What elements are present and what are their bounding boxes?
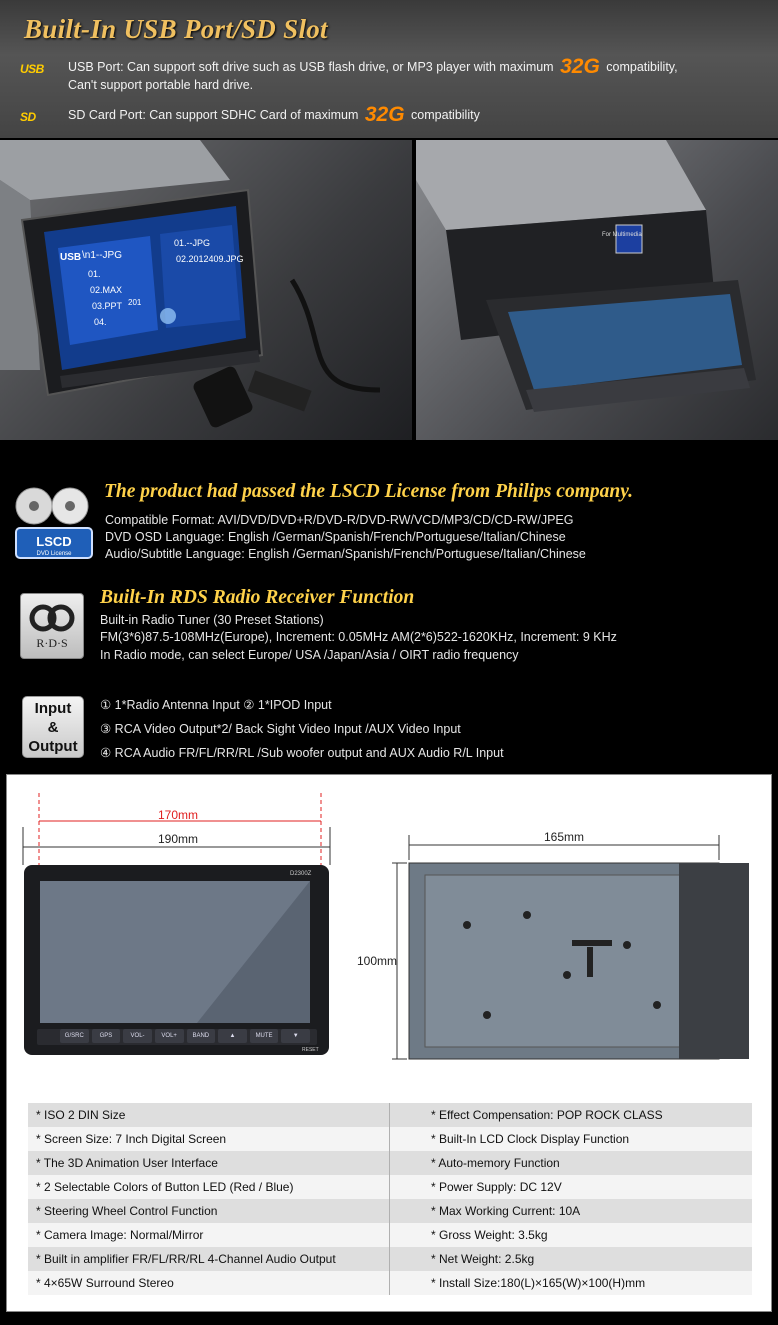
spec-right: * Max Working Current: 10A bbox=[431, 1204, 581, 1218]
spec-row: * 4×65W Surround Stereo * Install Size:1… bbox=[28, 1271, 752, 1295]
spec-right: * Install Size:180(L)×165(W)×100(H)mm bbox=[431, 1276, 646, 1290]
screen-usb-header: USB bbox=[60, 252, 81, 263]
input-output-icon: Input & Output bbox=[22, 696, 84, 758]
sd-slot-label: For Multimedia bbox=[602, 232, 642, 238]
sd-logo-icon: SD bbox=[20, 110, 36, 124]
reset-label: RESET bbox=[302, 1047, 319, 1053]
spec-left: * 4×65W Surround Stereo bbox=[28, 1271, 390, 1295]
sd-device-illustration: For Multimedia bbox=[416, 140, 756, 412]
spec-table: * ISO 2 DIN Size * Effect Compensation: … bbox=[28, 1103, 752, 1295]
sd-device-photo: For Multimedia bbox=[416, 140, 778, 440]
usb-device-photo: USB \n1--JPG 01. 02.MAX 03.PPT 201 04. 0… bbox=[0, 140, 412, 440]
rds-line: Built-in Radio Tuner (30 Preset Stations… bbox=[100, 613, 324, 627]
spec-row: * Steering Wheel Control Function * Max … bbox=[28, 1199, 752, 1223]
usb-text: USB Port: Can support soft drive such as… bbox=[68, 60, 554, 74]
spec-row: * The 3D Animation User Interface * Auto… bbox=[28, 1151, 752, 1175]
dim-screen-width: 170mm bbox=[158, 808, 199, 822]
screen-list-item: 04. bbox=[94, 317, 107, 327]
lscd-line: Audio/Subtitle Language: English /German… bbox=[105, 547, 586, 561]
lscd-line: DVD OSD Language: English /German/Spanis… bbox=[105, 530, 566, 544]
spec-right: * Power Supply: DC 12V bbox=[431, 1180, 562, 1194]
screen-list-item: 03.PPT bbox=[92, 301, 123, 311]
spec-right: * Gross Weight: 3.5kg bbox=[431, 1228, 548, 1242]
spec-left: * ISO 2 DIN Size bbox=[28, 1103, 390, 1127]
spec-right: * Built-In LCD Clock Display Function bbox=[431, 1132, 630, 1146]
dimension-drawing: D2300Z RESET bbox=[22, 793, 749, 1060]
usb-text-after: compatibility, bbox=[606, 60, 678, 74]
device-button: MUTE bbox=[249, 1029, 279, 1043]
usb-device-illustration: USB \n1--JPG 01. 02.MAX 03.PPT 201 04. 0… bbox=[0, 140, 381, 428]
io-line: ④ RCA Audio FR/FL/RR/RL /Sub woofer outp… bbox=[100, 746, 504, 760]
sd-text-after: compatibility bbox=[411, 108, 480, 122]
spec-panel: D2300Z RESET 170mm 190mm 165mm 100mm * I… bbox=[6, 774, 772, 1312]
screen-right-list-item: 02.2012409.JPG bbox=[176, 254, 244, 264]
spec-left: * Built in amplifier FR/FL/RR/RL 4-Chann… bbox=[28, 1247, 390, 1271]
screen-list-extra: 201 bbox=[128, 298, 142, 307]
rds-title: Built-In RDS Radio Receiver Function bbox=[100, 587, 415, 608]
usb-sd-section: Built-In USB Port/SD Slot USB USB Port: … bbox=[0, 0, 778, 138]
rds-line: In Radio mode, can select Europe/ USA /J… bbox=[100, 648, 519, 662]
screen-file-name: \n1--JPG bbox=[82, 250, 122, 261]
usb-section-title: Built-In USB Port/SD Slot bbox=[24, 14, 328, 44]
spec-row: * Built in amplifier FR/FL/RR/RL 4-Chann… bbox=[28, 1247, 752, 1271]
screen-list-item: 01. bbox=[88, 269, 101, 279]
device-model: D2300Z bbox=[290, 871, 312, 877]
lscd-license-icon: LSCD DVD License bbox=[15, 487, 93, 559]
device-button: VOL+ bbox=[154, 1029, 184, 1043]
spec-left: * 2 Selectable Colors of Button LED (Red… bbox=[28, 1175, 390, 1199]
spec-right: * Effect Compensation: POP ROCK CLASS bbox=[431, 1108, 663, 1122]
spec-left: * Screen Size: 7 Inch Digital Screen bbox=[28, 1127, 390, 1151]
device-button: ▲ bbox=[218, 1029, 247, 1043]
spec-right: * Net Weight: 2.5kg bbox=[431, 1252, 535, 1266]
screen-list-item: 02.MAX bbox=[90, 285, 122, 295]
device-button: VOL- bbox=[123, 1029, 152, 1043]
rds-line: FM(3*6)87.5-108MHz(Europe), Increment: 0… bbox=[100, 630, 617, 644]
sd-text: SD Card Port: Can support SDHC Card of m… bbox=[68, 108, 359, 122]
lscd-icon-label: LSCD bbox=[36, 534, 71, 549]
screen-right-list-item: 01.--JPG bbox=[174, 238, 210, 248]
spec-row: * Screen Size: 7 Inch Digital Screen * B… bbox=[28, 1127, 752, 1151]
usb-capacity: 32G bbox=[560, 55, 600, 78]
spec-row: * Camera Image: Normal/Mirror * Gross We… bbox=[28, 1223, 752, 1247]
spec-right: * Auto-memory Function bbox=[431, 1156, 560, 1170]
usb-logo-icon: USB bbox=[20, 62, 44, 76]
dim-front-width: 190mm bbox=[158, 832, 199, 846]
io-line: ③ RCA Video Output*2/ Back Sight Video I… bbox=[100, 722, 461, 736]
spec-row: * 2 Selectable Colors of Button LED (Red… bbox=[28, 1175, 752, 1199]
spec-left: * Camera Image: Normal/Mirror bbox=[28, 1223, 390, 1247]
io-line: ① 1*Radio Antenna Input ② 1*IPOD Input bbox=[100, 698, 332, 712]
rds-icon: R·D·S bbox=[20, 593, 84, 659]
device-button: GPS bbox=[91, 1029, 121, 1043]
dim-height: 100mm bbox=[357, 954, 398, 968]
lscd-line: Compatible Format: AVI/DVD/DVD+R/DVD-R/D… bbox=[105, 513, 574, 527]
spec-left: * The 3D Animation User Interface bbox=[28, 1151, 390, 1175]
spec-row: * ISO 2 DIN Size * Effect Compensation: … bbox=[28, 1103, 752, 1127]
lscd-title: The product had passed the LSCD License … bbox=[104, 481, 634, 502]
rds-icon-label: R·D·S bbox=[36, 636, 67, 650]
usb-text-line2: Can't support portable hard drive. bbox=[68, 78, 254, 92]
spec-left: * Steering Wheel Control Function bbox=[28, 1199, 390, 1223]
device-button: BAND bbox=[186, 1029, 216, 1043]
dim-depth: 165mm bbox=[544, 830, 585, 844]
sd-capacity: 32G bbox=[364, 103, 405, 126]
device-button: ▼ bbox=[281, 1029, 310, 1043]
device-button: G/SRC bbox=[60, 1029, 89, 1043]
lscd-icon-sub: DVD License bbox=[36, 551, 72, 557]
